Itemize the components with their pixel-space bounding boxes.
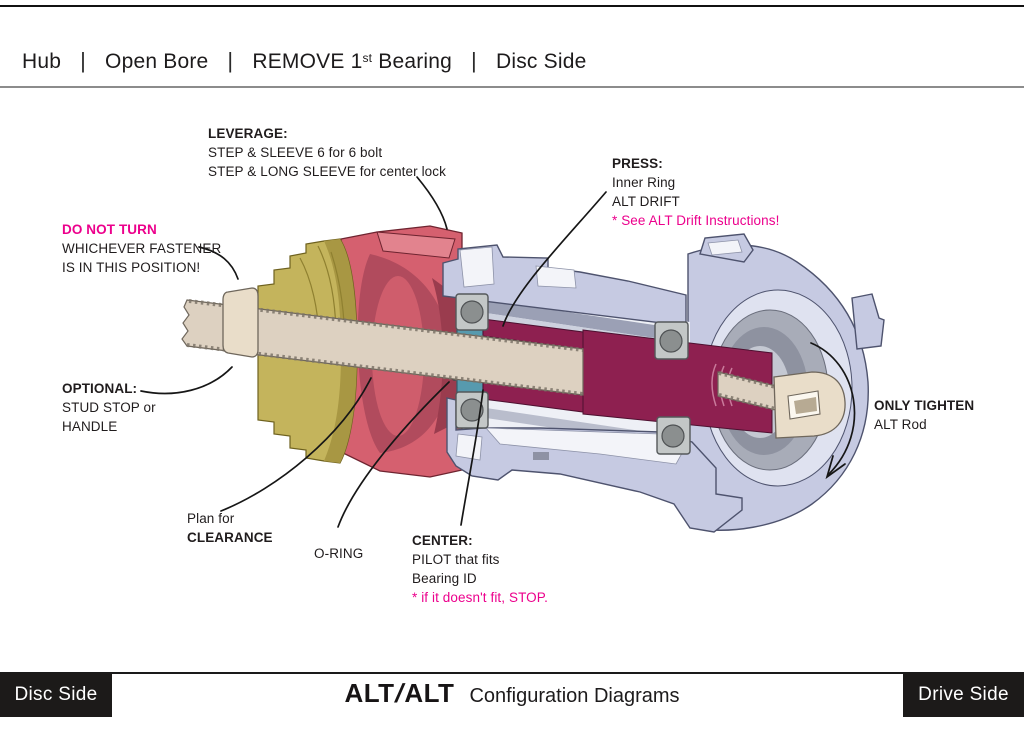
bearing	[656, 416, 691, 455]
breadcrumb-disc-side: Disc Side	[495, 50, 587, 73]
leader-center	[460, 389, 484, 526]
footer-subtitle: Configuration Diagrams	[469, 685, 680, 707]
hub-shell	[442, 244, 743, 533]
breadcrumb-remove-bearing: REMOVE 1st Bearing	[252, 50, 453, 73]
callout-center: CENTER: PILOT that fits Bearing ID * if …	[412, 531, 548, 608]
bearing	[455, 391, 489, 429]
leader-press	[502, 191, 607, 327]
breadcrumb-hub: Hub	[22, 50, 62, 73]
altalt-logo: ALT/ALT	[344, 678, 455, 708]
rod-square-drive	[773, 371, 846, 439]
footer-tab-drive-side: Drive Side	[903, 673, 1024, 717]
rotation-arrow	[810, 342, 856, 480]
footer-rule	[0, 672, 1024, 674]
breadcrumb-separator: |	[471, 48, 477, 73]
leader-clearance	[220, 377, 372, 512]
breadcrumb-separator: |	[227, 48, 234, 73]
breadcrumb-separator: |	[80, 48, 87, 73]
center-warning-note: * if it doesn't fit, STOP.	[412, 590, 548, 606]
leader-o-ring	[337, 381, 450, 528]
breadcrumb-open-bore: Open Bore	[105, 50, 209, 73]
press-warning-note: * See ALT Drift Instructions!	[612, 213, 780, 229]
leader-leverage	[416, 176, 448, 230]
bearing	[654, 321, 689, 360]
top-rule	[0, 5, 1024, 7]
footer-brand-row: ALT/ALT Configuration Diagrams	[0, 678, 1024, 709]
bearing	[455, 293, 489, 331]
footer-tab-disc-side: Disc Side	[0, 673, 112, 717]
callout-do-not-turn: DO NOT TURN WHICHEVER FASTENER IS IN THI…	[62, 222, 222, 276]
breadcrumb: Hub | Open Bore | REMOVE 1st Bearing | D…	[22, 48, 586, 74]
header-rule	[0, 86, 1024, 88]
callout-optional: OPTIONAL: STUD STOP or HANDLE	[62, 381, 156, 435]
callout-press: PRESS: Inner Ring ALT DRIFT * See ALT Dr…	[612, 154, 779, 231]
callout-leverage: LEVERAGE: STEP & SLEEVE 6 for 6 bolt STE…	[208, 126, 446, 180]
callout-only-tighten: ONLY TIGHTEN ALT Rod	[874, 398, 975, 433]
callout-o-ring: O-RING	[314, 546, 364, 561]
stud-stop-fastener	[222, 287, 259, 358]
callout-clearance: Plan for CLEARANCE	[187, 511, 273, 546]
leader-optional	[140, 366, 233, 395]
leader-do-not-turn	[198, 246, 239, 280]
